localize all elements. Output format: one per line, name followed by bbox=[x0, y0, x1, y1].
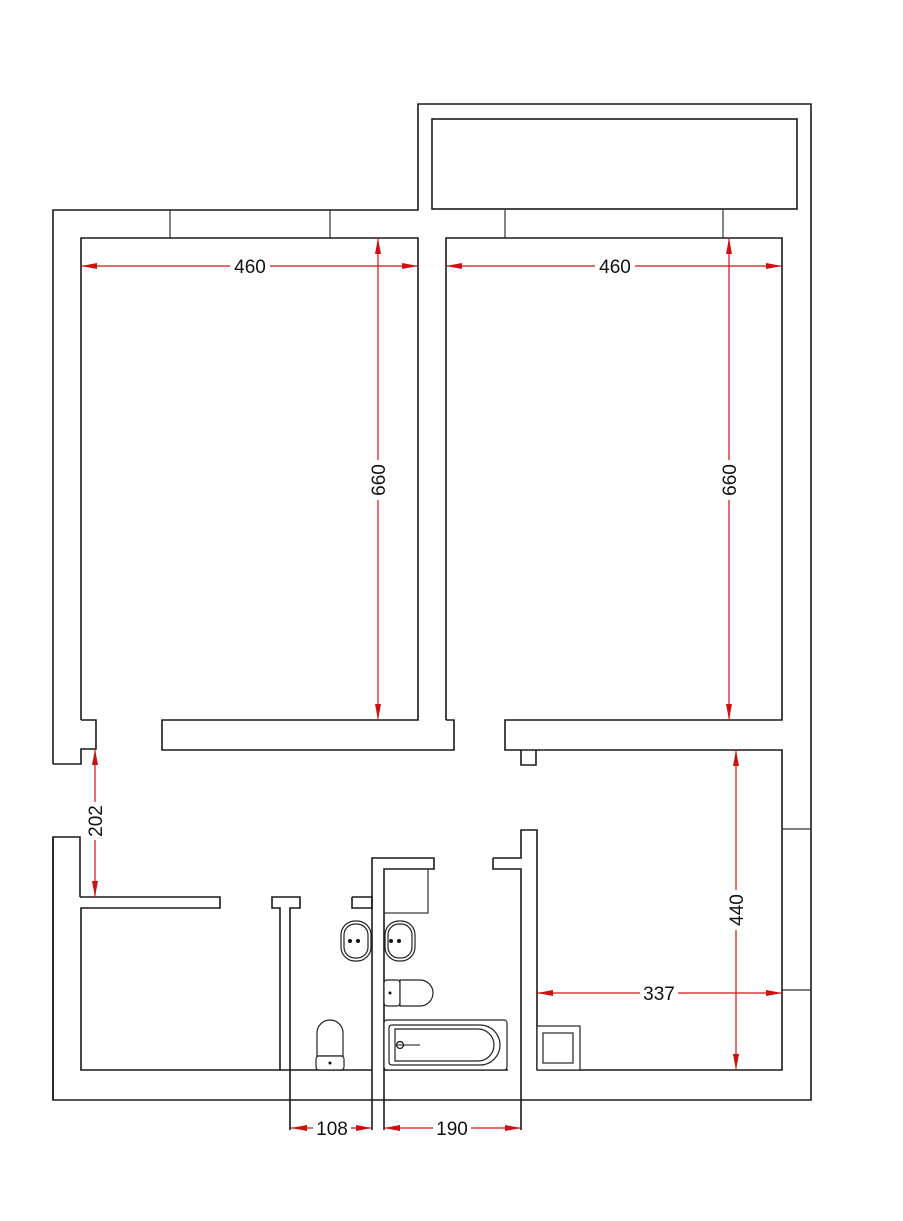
dim-label-bottom-right-height: 440 bbox=[727, 894, 748, 926]
dim-label-room1-width: 460 bbox=[234, 257, 266, 278]
dim-label-wc-width: 108 bbox=[316, 1119, 348, 1140]
room-2 bbox=[445, 237, 783, 1071]
dim-label-bottom-right-width: 337 bbox=[643, 984, 675, 1005]
room-1 bbox=[53, 237, 455, 765]
dimension-bottom-right-width: 337 bbox=[537, 983, 782, 1005]
dim-label-room1-length: 660 bbox=[369, 464, 390, 496]
dim-label-bathroom-width: 190 bbox=[436, 1119, 468, 1140]
shower-tray bbox=[536, 1025, 581, 1071]
dimension-room1-width: 460 bbox=[81, 256, 418, 278]
sink-right bbox=[384, 920, 416, 962]
dim-label-corridor: 202 bbox=[86, 805, 107, 837]
dimension-room2-length: 660 bbox=[719, 238, 741, 720]
dim-label-room2-length: 660 bbox=[720, 464, 741, 496]
outer-walls bbox=[52, 103, 812, 1101]
dimension-room2-width: 460 bbox=[446, 256, 782, 278]
dimension-bathroom-width: 190 bbox=[384, 1118, 521, 1140]
dimension-wc-width: 108 bbox=[291, 1118, 372, 1140]
room-3 bbox=[52, 837, 301, 1100]
dimension-corridor: 202 bbox=[85, 749, 107, 897]
sink-left bbox=[340, 920, 372, 962]
toilet-bathroom bbox=[383, 979, 434, 1007]
dim-label-room2-width: 460 bbox=[599, 257, 631, 278]
toilet-wc bbox=[315, 1019, 345, 1071]
dimension-bottom-right-height: 440 bbox=[726, 750, 748, 1070]
bathtub bbox=[383, 1019, 508, 1071]
dimension-room1-length: 660 bbox=[368, 238, 390, 720]
